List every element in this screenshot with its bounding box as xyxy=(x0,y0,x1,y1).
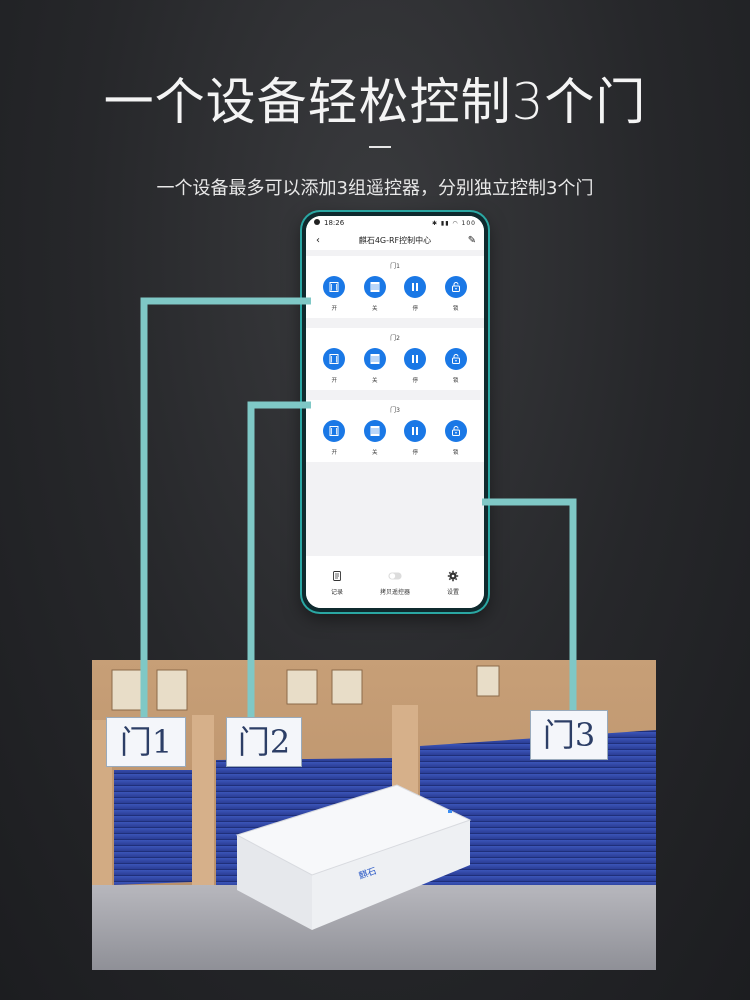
door-closed-icon xyxy=(370,354,380,364)
lock-icon xyxy=(451,282,460,292)
controller-device xyxy=(235,784,472,930)
stop-label: 停 xyxy=(412,378,418,384)
status-bar: 18:26 ✱ ▮▮ ◠ 100 xyxy=(306,216,484,230)
close-label: 关 xyxy=(371,450,378,456)
stop-button[interactable]: 停 xyxy=(398,420,432,456)
lock-icon xyxy=(451,354,460,364)
stop-label: 停 xyxy=(412,450,418,456)
door-open-icon xyxy=(329,282,339,292)
pause-icon xyxy=(412,283,419,291)
toggle-icon xyxy=(388,572,402,579)
hero-title: 一个设备轻松控制3个门 xyxy=(103,73,647,131)
open-button[interactable]: 开 xyxy=(317,276,351,312)
app-bar: ‹ 麒石4G-RF控制中心 ✎ xyxy=(306,230,484,250)
connector-door-1 xyxy=(140,297,311,722)
stop-button[interactable]: 停 xyxy=(398,348,432,384)
lock-label: 锁 xyxy=(452,378,459,384)
phone-screen: 18:26 ✱ ▮▮ ◠ 100 ‹ 麒石4G-RF控制中心 ✎ 门1 开 关 xyxy=(306,216,484,608)
camera-icon xyxy=(314,219,320,225)
close-button[interactable]: 关 xyxy=(358,348,392,384)
close-button[interactable]: 关 xyxy=(358,420,392,456)
lock-icon xyxy=(451,426,460,436)
open-label: 开 xyxy=(331,378,337,384)
connector-door-3 xyxy=(482,498,577,710)
lock-button[interactable]: 锁 xyxy=(439,276,473,312)
close-label: 关 xyxy=(371,378,378,384)
nav-label: 记录 xyxy=(330,588,343,596)
door-card-3: 门3 开 关 停 锁 xyxy=(306,400,484,462)
open-button[interactable]: 开 xyxy=(317,348,351,384)
record-icon xyxy=(333,570,341,581)
nav-label: 拷贝遥控器 xyxy=(379,588,410,596)
open-button[interactable]: 开 xyxy=(317,420,351,456)
back-icon[interactable]: ‹ xyxy=(316,234,320,246)
nav-settings[interactable]: 设置 xyxy=(446,569,460,596)
open-label: 开 xyxy=(331,306,337,312)
hero-divider xyxy=(369,146,391,148)
settings-icon xyxy=(447,570,459,581)
phone-mockup: 18:26 ✱ ▮▮ ◠ 100 ‹ 麒石4G-RF控制中心 ✎ 门1 开 关 xyxy=(302,212,488,612)
door-card-1: 门1 开 关 停 锁 xyxy=(306,256,484,318)
edit-icon[interactable]: ✎ xyxy=(467,234,477,246)
door-label-2: 门2 xyxy=(226,717,302,767)
door-title: 门1 xyxy=(390,263,400,270)
door-title: 门2 xyxy=(390,335,400,342)
nav-records[interactable]: 记录 xyxy=(330,569,344,596)
stop-label: 停 xyxy=(412,306,418,312)
open-label: 开 xyxy=(331,450,337,456)
door-closed-icon xyxy=(370,426,380,436)
close-button[interactable]: 关 xyxy=(358,276,392,312)
nav-copy-remote[interactable]: 拷贝遥控器 xyxy=(380,569,410,596)
status-icons: ✱ ▮▮ ◠ 100 xyxy=(431,219,476,227)
door-card-2: 门2 开 关 停 锁 xyxy=(306,328,484,390)
status-time: 18:26 xyxy=(324,219,345,227)
door-open-icon xyxy=(329,354,339,364)
app-title: 麒石4G-RF控制中心 xyxy=(358,235,432,245)
hero-subtitle: 一个设备最多可以添加3组遥控器，分别独立控制3个门 xyxy=(156,178,594,199)
lock-label: 锁 xyxy=(452,306,459,312)
door-label-3: 门3 xyxy=(530,710,608,760)
pause-icon xyxy=(412,355,419,363)
door-label-1: 门1 xyxy=(106,717,186,767)
door-title: 门3 xyxy=(390,407,400,414)
lock-button[interactable]: 锁 xyxy=(439,420,473,456)
garage-scene: 麒石 xyxy=(92,660,656,970)
pause-icon xyxy=(412,427,419,435)
stop-button[interactable]: 停 xyxy=(398,276,432,312)
door-open-icon xyxy=(329,426,339,436)
connector-door-2 xyxy=(247,401,311,722)
bottom-nav: 记录 拷贝遥控器 设置 xyxy=(306,556,484,608)
lock-label: 锁 xyxy=(452,450,459,456)
lock-button[interactable]: 锁 xyxy=(439,348,473,384)
garage-photo: 麒石 xyxy=(92,660,656,970)
close-label: 关 xyxy=(371,306,378,312)
door-closed-icon xyxy=(370,282,380,292)
nav-label: 设置 xyxy=(446,588,459,596)
